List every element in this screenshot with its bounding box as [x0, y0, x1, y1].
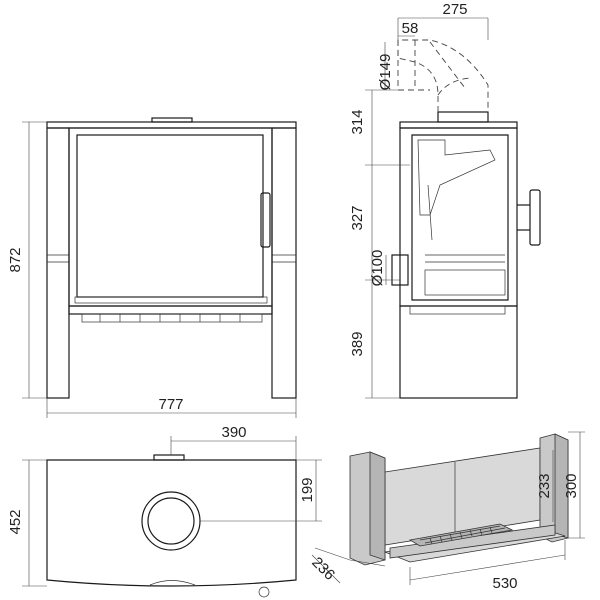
dim-top-flue-x: 390 — [221, 424, 246, 441]
dim-stand-inner-height: 233 — [536, 473, 553, 498]
side-base — [399, 305, 518, 399]
dim-side-top-height: 314 — [349, 109, 366, 134]
dim-side-flue-diameter: Ø149 — [377, 54, 394, 91]
top-view: 452 390 199 — [7, 424, 322, 598]
dim-side-flue-setback: 58 — [402, 20, 419, 37]
dim-front-width: 777 — [158, 396, 183, 413]
stand-view: 300 233 530 236 — [308, 431, 585, 592]
front-left-pillar — [46, 127, 70, 399]
door-handle[interactable] — [260, 192, 271, 248]
side-firebricks — [424, 269, 506, 296]
side-view: 275 58 Ø149 314 327 Ø100 389 — [349, 1, 541, 399]
front-body — [68, 127, 273, 307]
top-flue-outer — [141, 491, 201, 551]
dim-side-base-height: 389 — [349, 331, 366, 356]
front-view: 872 777 — [7, 117, 297, 418]
front-top-knob — [151, 117, 193, 123]
front-door-glass — [76, 134, 264, 298]
dim-stand-height: 300 — [563, 473, 580, 498]
front-grate-bar — [81, 313, 263, 323]
top-outline — [46, 459, 297, 587]
side-door-handle[interactable] — [529, 189, 541, 246]
dim-side-air-inlet-diameter: Ø100 — [369, 250, 386, 287]
dim-stand-depth: 236 — [308, 554, 338, 584]
dim-top-flue-y: 199 — [299, 477, 316, 502]
side-flue-collar — [437, 111, 489, 123]
dim-top-depth: 452 — [7, 509, 24, 534]
dim-side-flue-offset: 275 — [442, 1, 467, 18]
front-base-plate — [68, 305, 273, 315]
top-foot — [258, 586, 270, 598]
dim-side-mid-height: 327 — [349, 205, 366, 230]
side-baffle — [417, 139, 496, 216]
top-flue-inner — [147, 497, 195, 545]
top-knob — [153, 454, 185, 461]
side-body — [399, 127, 518, 307]
flue-elbow-outline — [397, 39, 489, 112]
dim-front-height: 872 — [7, 247, 24, 272]
front-right-pillar — [271, 127, 297, 399]
side-top-plate — [399, 121, 518, 129]
top-ash-handle — [149, 580, 196, 586]
side-firebox-inner — [411, 134, 509, 301]
dim-stand-width: 530 — [492, 575, 517, 592]
front-top-plate — [46, 121, 297, 129]
front-grate-slots — [99, 314, 241, 322]
front-ash-lip — [74, 296, 268, 304]
side-air-inlet — [391, 254, 409, 286]
